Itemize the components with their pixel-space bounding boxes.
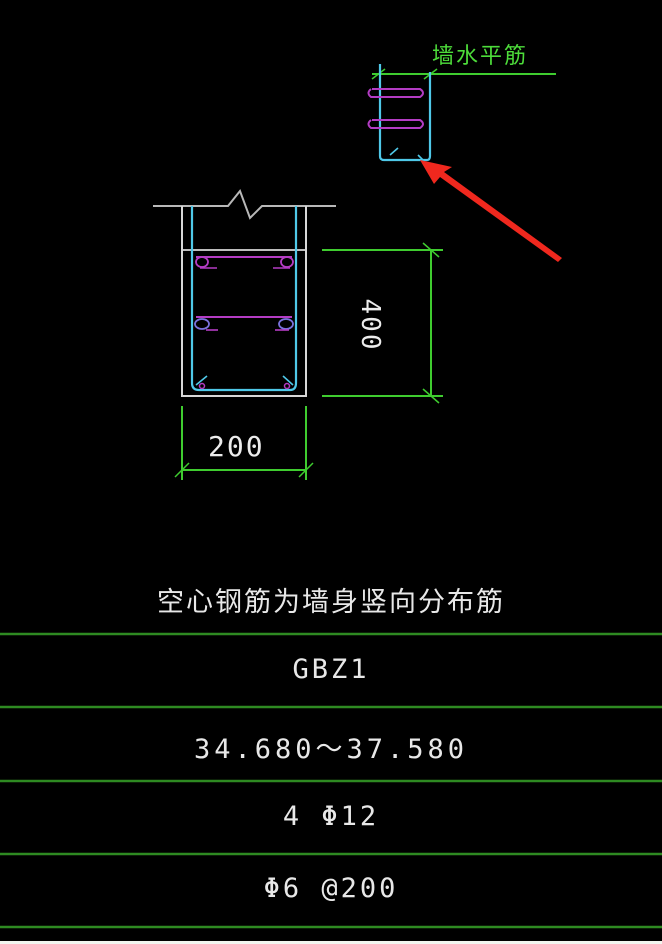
table-row-stirrups: Φ6 @200 [263, 873, 399, 904]
bottom-edge-strip [0, 941, 662, 944]
concrete-outline [181, 206, 307, 397]
table-title: 空心钢筋为墙身竖向分布筋 [157, 587, 505, 618]
dimension-width [174, 406, 314, 480]
stirrup-mid [367, 119, 424, 129]
callout-label: 墙水平筋 [432, 44, 529, 69]
break-line [153, 188, 336, 220]
dimension-height-label: 400 [355, 298, 385, 352]
table-row-longitudinal-bars: 4 Φ12 [282, 801, 380, 832]
table-row-elevation: 34.680～37.580 [193, 734, 469, 765]
wall-horizontal-bar-detail [367, 64, 556, 162]
table-row-id: GBZ1 [292, 654, 370, 685]
dimension-width-label: 200 [208, 430, 265, 463]
vertical-rebar-u [190, 206, 298, 392]
u-shaped-rebar [378, 64, 432, 162]
red-pointer-arrow-icon [420, 160, 562, 262]
wall-section-drawing [153, 188, 443, 480]
dimension-height [322, 242, 443, 404]
table-grid-lines [0, 632, 662, 929]
stirrup-top [367, 88, 424, 98]
